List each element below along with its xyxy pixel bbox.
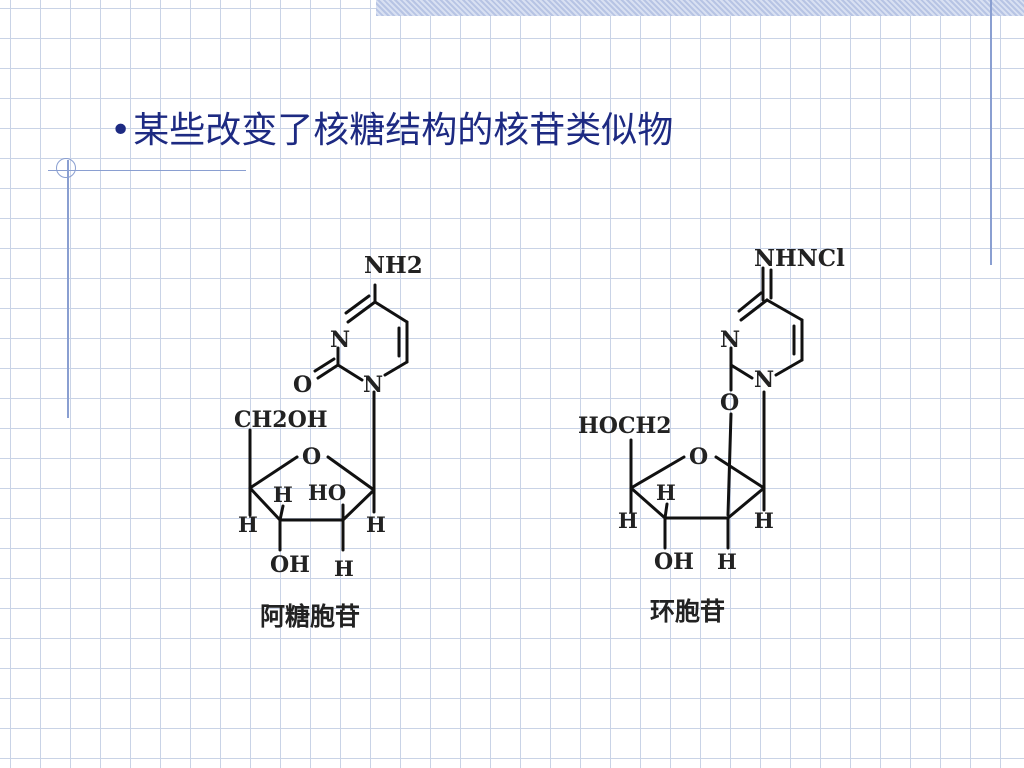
title-underline xyxy=(48,170,246,171)
left-vertical-rule xyxy=(67,160,69,418)
molecule-caption: 阿糖胞苷 xyxy=(260,602,360,631)
molecule-left: NH2 N O N CH2OH O H HO H H OH H 阿糖胞苷 xyxy=(234,252,423,631)
ring-nitrogen-label: N xyxy=(330,327,350,353)
hydrogen-label: H xyxy=(618,508,638,533)
hydroxyl-label: HO xyxy=(308,480,346,505)
chloroamino-label: NHNCl xyxy=(754,245,845,272)
carbonyl-oxygen-label: O xyxy=(293,372,312,398)
hydroxymethyl-label: CH2OH xyxy=(234,407,328,433)
ring-oxygen-label: O xyxy=(302,444,321,470)
hydrogen-label: H xyxy=(334,556,354,581)
hydrogen-label: H xyxy=(273,482,293,507)
hydroxymethyl-label: HOCH2 xyxy=(578,413,672,439)
top-decorative-band xyxy=(376,0,1024,16)
molecule-caption: 环胞苷 xyxy=(650,597,725,626)
hydrogen-label: H xyxy=(656,480,676,505)
molecule-right: NHNCl N N O HOCH2 O H H H OH H 环胞苷 xyxy=(578,245,845,626)
bullet-icon: • xyxy=(110,110,132,151)
slide-title: •某些改变了核糖结构的核苷类似物 xyxy=(110,106,673,156)
hydroxyl-label: OH xyxy=(270,552,310,578)
decorative-circle xyxy=(56,158,76,178)
hydrogen-label: H xyxy=(754,508,774,533)
bridge-oxygen-label: O xyxy=(720,390,739,416)
right-vertical-rule xyxy=(990,0,992,265)
glycosidic-nitrogen-label: N xyxy=(363,372,383,398)
hydrogen-label: H xyxy=(717,549,737,574)
glycosidic-nitrogen-label: N xyxy=(754,367,774,393)
hydrogen-label: H xyxy=(238,512,258,537)
title-text: 某些改变了核糖结构的核苷类似物 xyxy=(133,110,674,151)
ring-nitrogen-label: N xyxy=(720,327,740,353)
amino-label: NH2 xyxy=(364,252,423,279)
ring-oxygen-label: O xyxy=(689,444,708,470)
hydrogen-label: H xyxy=(366,512,386,537)
hydroxyl-label: OH xyxy=(654,549,694,575)
